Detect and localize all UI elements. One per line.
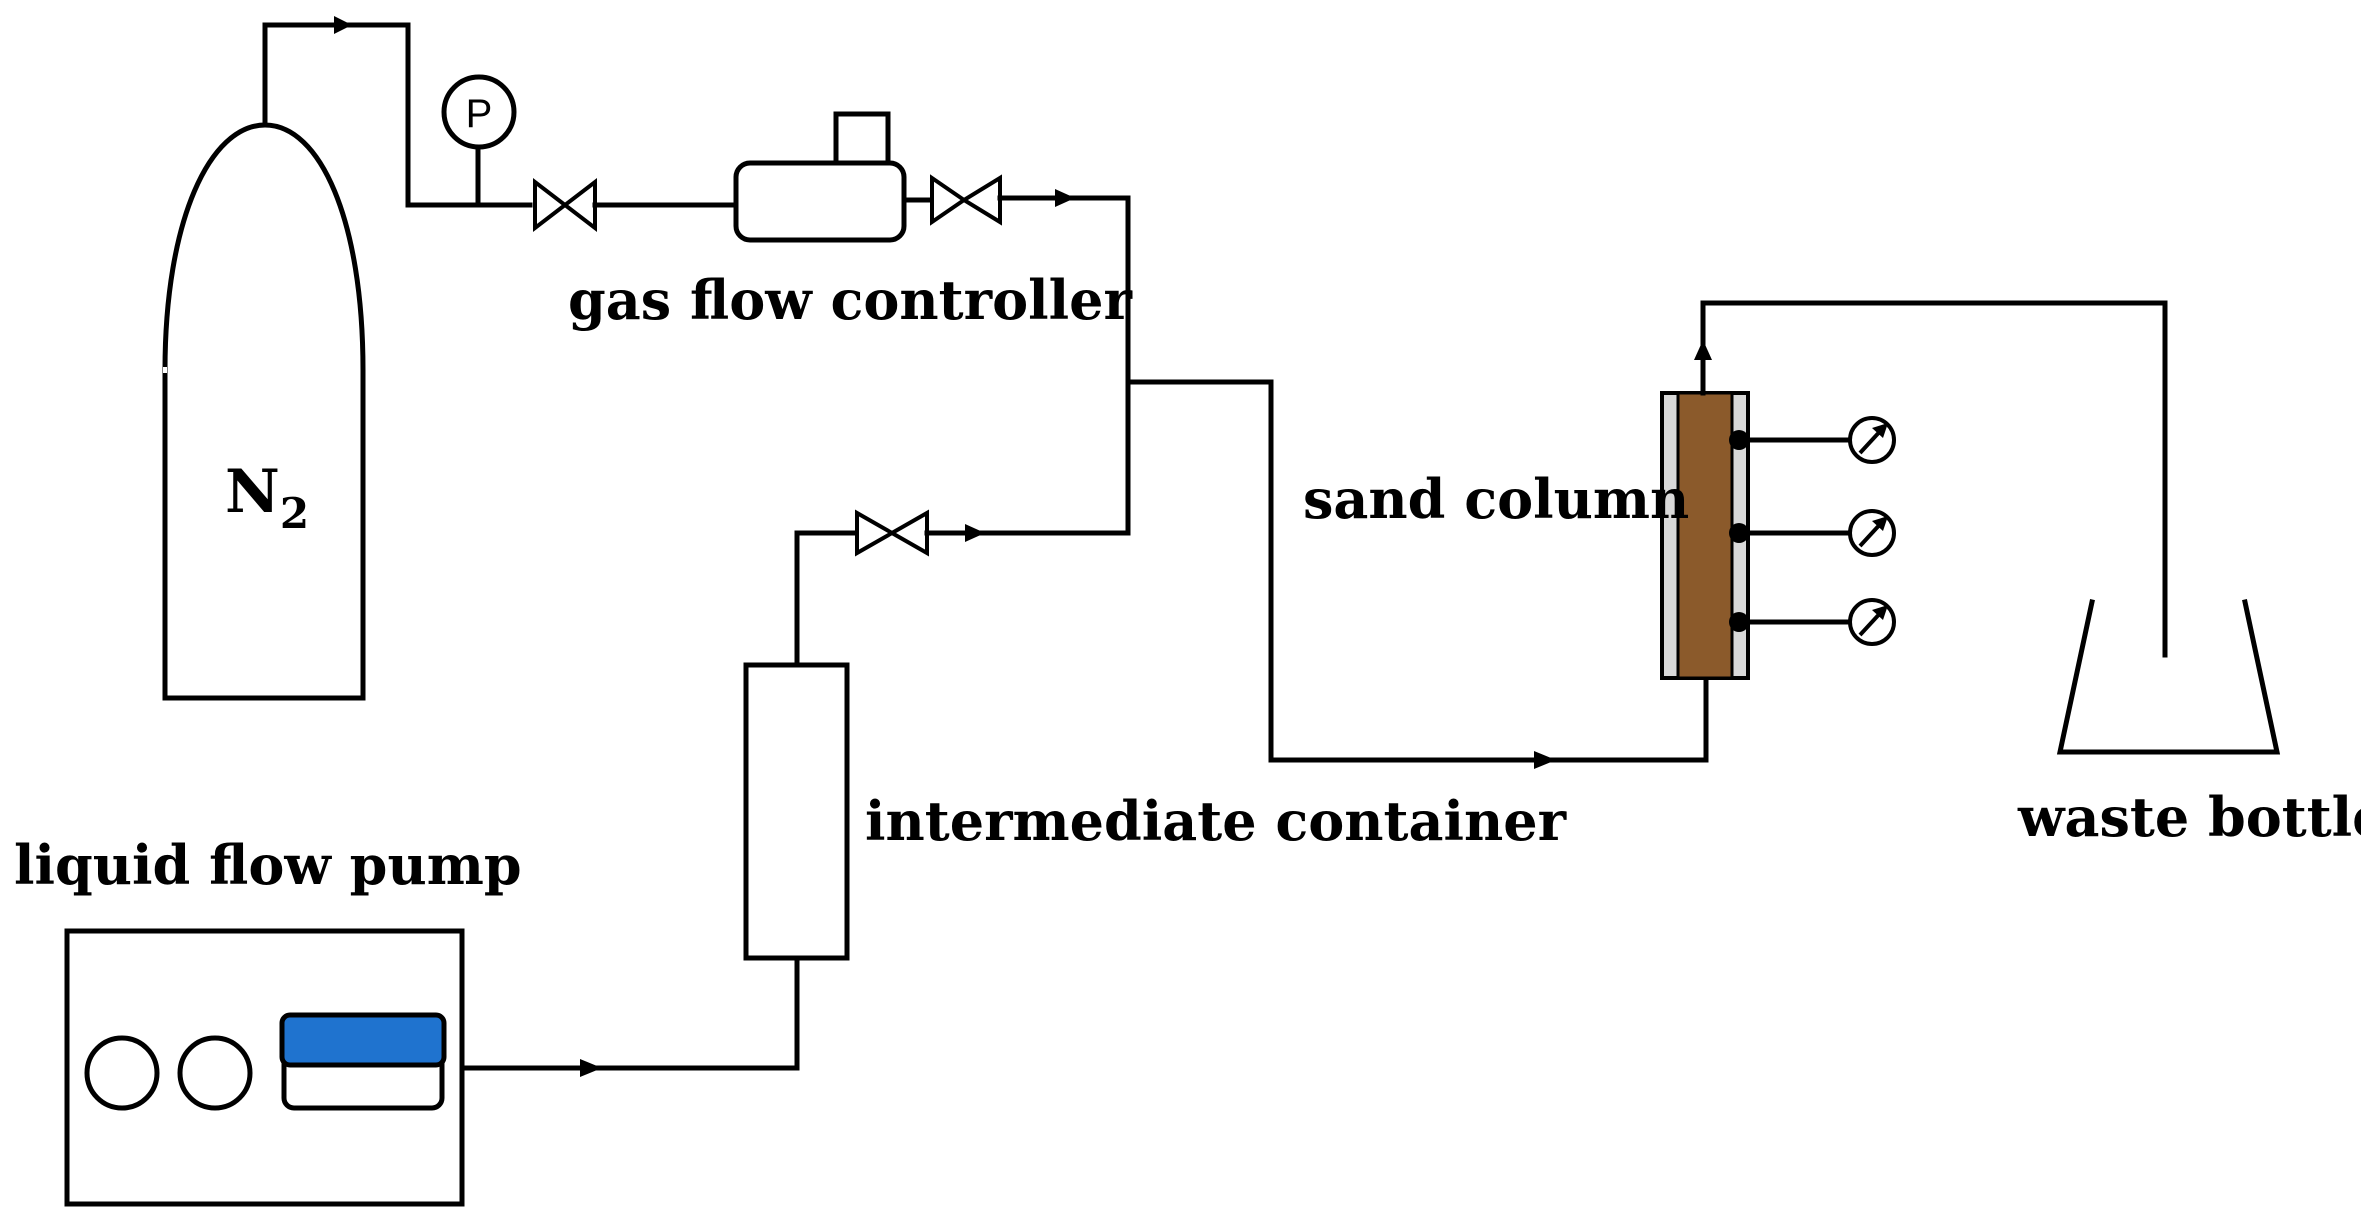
flow-arrow-liquid bbox=[965, 524, 985, 542]
pressure-sensors bbox=[1729, 416, 1896, 646]
pressure-gauge-icon bbox=[441, 74, 517, 150]
pressure-sensor-2 bbox=[1729, 509, 1896, 557]
intermediate-container bbox=[743, 662, 850, 961]
valve-icon bbox=[533, 177, 569, 233]
gas-flow-controller-label: gas flow controller bbox=[568, 268, 1132, 332]
pressure-sensor-3 bbox=[1729, 598, 1896, 646]
pump-dial-right bbox=[177, 1035, 253, 1111]
gas-valve-2 bbox=[930, 174, 1002, 226]
sand-column-sand-fill bbox=[1676, 391, 1734, 680]
flow-arrow-outlet bbox=[1694, 340, 1712, 360]
gas-flow-controller-body bbox=[733, 160, 907, 243]
pressure-sensor-1 bbox=[1729, 416, 1896, 464]
gas-valve-1 bbox=[533, 177, 597, 233]
waste-bottle-label: waste bottle bbox=[2017, 785, 2361, 849]
flow-arrow-gas bbox=[1055, 189, 1075, 207]
nitrogen-label: N2 bbox=[225, 457, 309, 538]
valve-icon bbox=[855, 509, 897, 557]
intermediate-container-label: intermediate container bbox=[865, 789, 1567, 853]
valve-icon bbox=[930, 174, 968, 226]
pump-display bbox=[279, 1012, 447, 1068]
flow-arrow-mixed bbox=[1534, 751, 1556, 769]
liquid-line-to-junction bbox=[794, 530, 858, 668]
cylinder-body bbox=[162, 122, 366, 701]
sand-column-label: sand column bbox=[1303, 467, 1689, 531]
gas-line-to-junction bbox=[997, 195, 1131, 535]
nitrogen-cylinder: N2 bbox=[162, 122, 366, 701]
pressure-gauge-letter: P bbox=[466, 92, 493, 136]
pump-dial-left bbox=[84, 1035, 160, 1111]
nitrogen-main-text: N bbox=[225, 457, 280, 527]
flow-arrow-gas-outlet bbox=[334, 16, 352, 34]
liquid-flow-pump bbox=[64, 928, 465, 1207]
liquid-flow-pump-label: liquid flow pump bbox=[14, 833, 522, 897]
nitrogen-subscript: 2 bbox=[280, 489, 309, 538]
waste-bottle bbox=[2056, 599, 2281, 755]
gas-flow-controller bbox=[733, 111, 907, 243]
mixed-line-to-column bbox=[1125, 379, 1709, 763]
gas-flow-controller-knob bbox=[833, 111, 891, 166]
outlet-line-to-waste bbox=[1700, 300, 2168, 658]
liquid-line-from-pump bbox=[460, 955, 800, 1071]
pressure-gauge: P bbox=[441, 74, 517, 208]
flow-arrow-pump bbox=[580, 1059, 602, 1077]
gas-line-outlet bbox=[262, 22, 533, 208]
liquid-valve bbox=[855, 509, 929, 557]
